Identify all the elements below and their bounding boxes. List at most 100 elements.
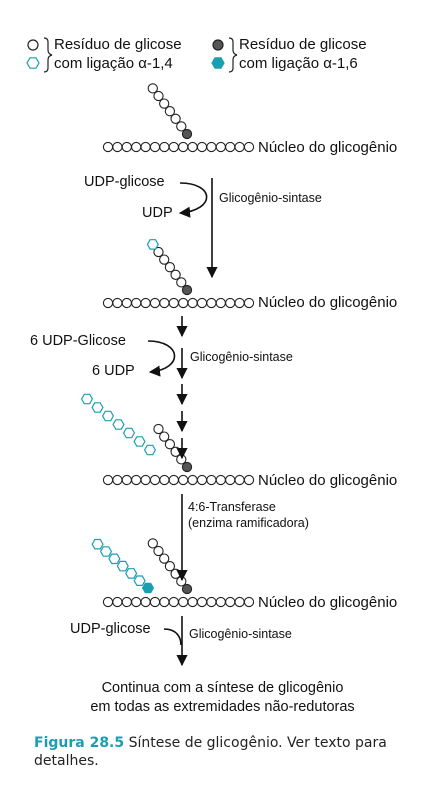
core-residue-2 <box>131 297 142 309</box>
core-residue-4 <box>140 596 151 608</box>
step3-enzyme-line1: 4:6-Transferase <box>188 500 276 514</box>
branch-residue-1 <box>153 90 164 102</box>
branch-residue-3 <box>164 439 176 450</box>
new-residue-2 <box>146 239 159 250</box>
branch-residue-2 <box>159 254 170 265</box>
core-residue-2 <box>196 297 208 309</box>
figure-label: Figura 28.5 <box>34 735 125 751</box>
core-residue-2 <box>243 297 255 309</box>
branch-residue-2 <box>153 246 164 258</box>
branch-residue-1 <box>170 113 181 124</box>
core-residue-3 <box>140 474 151 486</box>
new-residue-3 <box>91 402 104 413</box>
core-residue-1 <box>243 141 255 153</box>
core-residue-3 <box>234 474 245 486</box>
figure-caption-text: Síntese de glicogênio. Ver texto para de… <box>34 735 387 769</box>
core-residue-3 <box>178 474 189 486</box>
step4-substrate: UDP-glicose <box>70 621 151 637</box>
step2-substrate: 6 UDP-Glicose <box>30 333 126 349</box>
branch-residue-1 <box>164 106 176 117</box>
branch-residue-1 <box>176 121 187 132</box>
core-residue-3 <box>225 474 236 486</box>
core-residue-1 <box>234 141 245 153</box>
branch-residue-1 <box>159 98 170 109</box>
branch-residue-2 <box>170 269 181 280</box>
teal-hexagon-filled-icon <box>211 57 225 69</box>
legend-brace-right <box>228 37 238 73</box>
core-residue-3 <box>206 474 217 486</box>
branch-residue-4 <box>153 545 164 557</box>
curved-arrow-2 <box>147 340 176 377</box>
legend-alpha14-bottom: com ligação α-1,4 <box>54 55 173 72</box>
core-residue-2 <box>168 297 179 309</box>
filled-gray-circle-icon <box>212 39 224 51</box>
core-residue-4 <box>178 596 189 608</box>
core-residue-3 <box>121 474 132 486</box>
core-residue-4 <box>243 596 255 608</box>
new-branch-residue <box>108 553 121 565</box>
core-residue-3 <box>159 474 170 486</box>
new-residue-3 <box>80 393 94 405</box>
legend-alpha14-top: Resíduo de glicose <box>54 36 182 53</box>
new-branch-residue <box>133 575 146 587</box>
core-residue-4 <box>168 596 179 608</box>
branch-point-residue-4 <box>181 583 193 595</box>
core-residue-3 <box>131 474 142 486</box>
legend-alpha16-bottom: com ligação α-1,6 <box>239 55 358 72</box>
core-residue-2 <box>112 297 123 309</box>
new-branch-residue <box>99 546 113 557</box>
continuation-line2: em todas as extremidades não-redutoras <box>90 699 355 715</box>
step1-enzyme: Glicogênio-sintase <box>219 191 322 205</box>
nucleus-label-1: Núcleo do glicogênio <box>258 139 398 156</box>
core-residue-1 <box>215 141 226 153</box>
core-residue-4 <box>234 596 245 608</box>
teal-hexagon-outline-icon <box>26 57 40 69</box>
core-residue-1 <box>168 141 179 153</box>
new-residue-3 <box>133 436 146 447</box>
core-residue-4 <box>112 596 123 608</box>
core-residue-4 <box>121 596 132 608</box>
core-residue-3 <box>196 474 208 486</box>
core-residue-1 <box>196 141 208 153</box>
core-residue-2 <box>206 297 217 309</box>
core-residue-1 <box>149 141 161 153</box>
core-residue-3 <box>149 474 161 486</box>
new-branch-residue <box>91 538 104 550</box>
core-residue-4 <box>196 596 208 608</box>
new-residue-3 <box>112 419 125 430</box>
step2-enzyme: Glicogênio-sintase <box>190 350 293 364</box>
step1-substrate: UDP-glicose <box>84 174 165 190</box>
branch-point-residue-2 <box>181 284 193 296</box>
nucleus-label-3: Núcleo do glicogênio <box>258 472 398 489</box>
branch-residue-2 <box>164 262 176 273</box>
core-residue-1 <box>121 141 132 153</box>
core-residue-2 <box>187 297 198 309</box>
core-residue-2 <box>149 297 161 309</box>
core-residue-3 <box>215 474 226 486</box>
core-residue-2 <box>234 297 245 309</box>
curved-arrow-1 <box>178 182 208 218</box>
open-circle-icon <box>27 39 39 51</box>
core-residue-1 <box>112 141 123 153</box>
core-residue-4 <box>159 596 170 608</box>
core-residue-1 <box>206 141 217 153</box>
core-residue-2 <box>140 297 151 309</box>
figure-caption: Figura 28.5 Síntese de glicogênio. Ver t… <box>34 734 424 770</box>
core-residue-3 <box>102 474 114 486</box>
new-branch-residue <box>125 568 138 579</box>
branch-residue-4 <box>147 538 158 549</box>
branch-residue-4 <box>159 553 170 564</box>
new-branch-residue <box>116 560 129 572</box>
core-residue-4 <box>131 596 142 608</box>
core-residue-4 <box>206 596 217 608</box>
core-residue-2 <box>215 297 226 309</box>
nucleus-label-4: Núcleo do glicogênio <box>258 594 398 611</box>
branch-residue-2 <box>176 277 187 288</box>
curved-connector-4 <box>163 628 182 646</box>
branch-point-residue-1 <box>181 128 193 140</box>
core-residue-3 <box>168 474 179 486</box>
core-residue-4 <box>102 596 114 608</box>
branch-residue-3 <box>153 423 164 435</box>
legend-brace-left <box>43 37 53 73</box>
